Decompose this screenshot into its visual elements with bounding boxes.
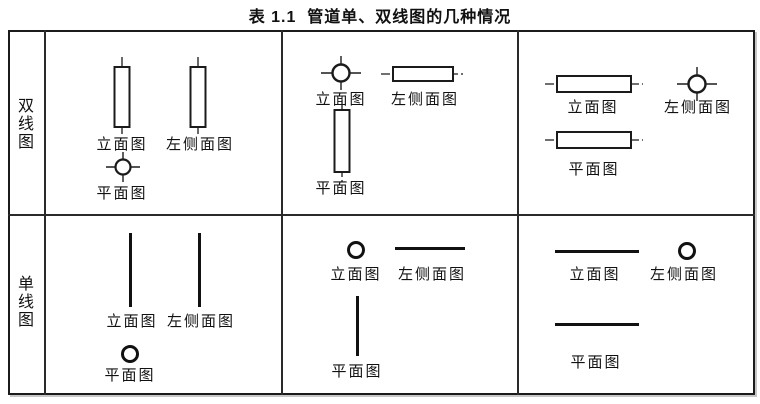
view-label: 平面图: [331, 364, 383, 380]
double-line-pipe-horizontal-icon: [545, 75, 643, 93]
single-line-pipe-horizontal-icon: [555, 323, 639, 326]
row-label-single-line: 单线图: [17, 276, 34, 329]
table-title: 表 1.1 管道单、双线图的几种情况: [248, 9, 512, 26]
crosshair-circle-icon: [321, 56, 361, 90]
view-label: 立面图: [315, 92, 367, 108]
single-line-pipe-vertical-icon: [129, 233, 132, 307]
view-label: 左侧面图: [166, 314, 236, 330]
single-line-pipe-horizontal-icon: [555, 250, 639, 253]
view-label: 左侧面图: [663, 100, 733, 116]
pipe-end-circle-icon: [678, 242, 696, 260]
single-line-pipe-vertical-icon: [198, 233, 201, 307]
view-label: 平面图: [315, 181, 367, 197]
view-label: 左侧面图: [649, 267, 719, 283]
grid-line-horizontal-row-divider: [8, 214, 755, 216]
grid-line-vertical-1: [281, 30, 283, 395]
grid-line-vertical-2: [517, 30, 519, 395]
double-line-pipe-vertical-icon: [113, 57, 131, 137]
view-label: 立面图: [569, 267, 621, 283]
view-label: 左侧面图: [397, 267, 467, 283]
view-label: 左侧面图: [390, 92, 460, 108]
double-line-pipe-horizontal-icon: [545, 131, 643, 149]
view-label: 平面图: [104, 368, 156, 384]
double-line-pipe-vertical-icon: [333, 100, 351, 182]
double-line-pipe-vertical-icon: [189, 57, 207, 137]
view-label: 立面图: [567, 100, 619, 116]
single-line-pipe-vertical-icon: [356, 296, 359, 356]
view-label: 平面图: [568, 162, 620, 178]
pipe-end-circle-icon: [347, 241, 365, 259]
double-line-pipe-horizontal-icon: [381, 66, 465, 82]
view-label: 平面图: [96, 186, 148, 202]
row-label-double-line: 双线图: [17, 98, 34, 151]
view-label: 左侧面图: [165, 137, 235, 153]
crosshair-circle-icon: [106, 152, 140, 182]
grid-line-vertical-label-divider: [44, 30, 46, 395]
view-label: 立面图: [330, 267, 382, 283]
single-line-pipe-horizontal-icon: [395, 247, 465, 250]
table-frame: [8, 30, 755, 395]
view-label: 立面图: [96, 137, 148, 153]
crosshair-circle-icon: [677, 67, 717, 101]
view-label: 立面图: [106, 314, 158, 330]
pipe-end-circle-icon: [121, 345, 139, 363]
view-label: 平面图: [570, 355, 622, 371]
